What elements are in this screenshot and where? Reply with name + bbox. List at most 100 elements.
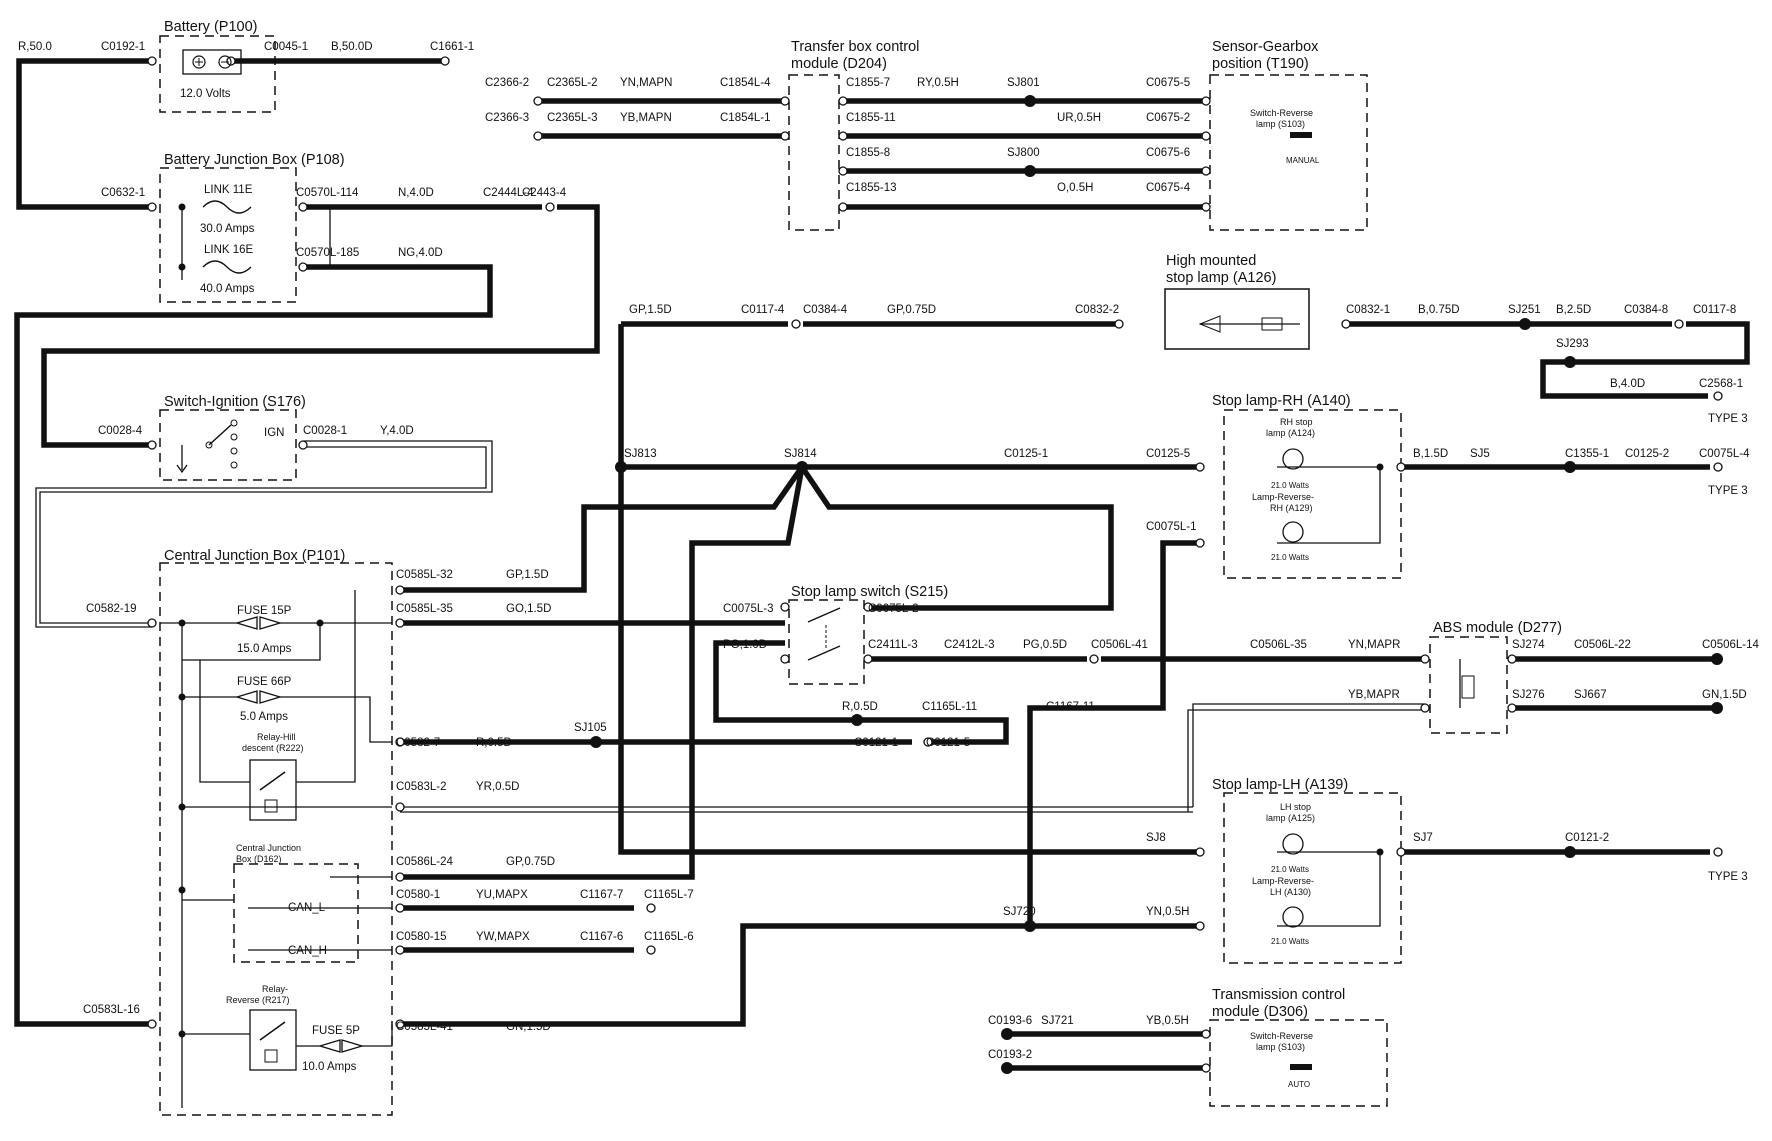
connector-pin bbox=[1195, 462, 1205, 472]
connector-pins bbox=[147, 56, 1723, 1073]
link-16e-fuse-icon bbox=[202, 260, 252, 274]
bus-dot bbox=[178, 263, 186, 271]
wire-label: C1355-1 bbox=[1565, 448, 1609, 460]
ign-title: Switch-Ignition (S176) bbox=[164, 394, 306, 410]
rhd-title-1: Relay-Hill bbox=[257, 732, 296, 742]
fuse-rating: 5.0 Amps bbox=[240, 711, 288, 723]
fuse-name: LINK 16E bbox=[204, 244, 254, 256]
connector-pin bbox=[1201, 166, 1211, 176]
wire-label: SJ800 bbox=[1007, 147, 1040, 159]
battery-title: Battery (P100) bbox=[164, 19, 258, 35]
wire-label: C0675-4 bbox=[1146, 182, 1191, 194]
wire-label: C1855-8 bbox=[846, 147, 890, 159]
wire-label: C2568-1 bbox=[1699, 378, 1743, 390]
wire-label: C1855-7 bbox=[846, 77, 890, 89]
tcm-inner-1: Switch-Reverse bbox=[1250, 1031, 1313, 1041]
bus-dot bbox=[178, 803, 186, 811]
cjb2-title-1: Central Junction bbox=[236, 843, 301, 853]
wire-label: B,0.75D bbox=[1418, 304, 1460, 316]
fuse-labels: LINK 11E 30.0 Amps LINK 16E 40.0 Amps FU… bbox=[200, 184, 1748, 1073]
wire-relay-hill-b bbox=[296, 590, 356, 783]
fuse-rating: 30.0 Amps bbox=[200, 223, 255, 235]
rh-reverse-lamp-icon bbox=[1282, 521, 1304, 543]
slrh-watts-2: 21.0 Watts bbox=[1271, 553, 1309, 562]
wire-label: C0384-4 bbox=[803, 304, 848, 316]
wire-label: B,1.5D bbox=[1413, 448, 1448, 460]
connector-pin bbox=[147, 440, 157, 450]
bus-dot bbox=[178, 886, 186, 894]
wire-label: C0585L-32 bbox=[396, 569, 453, 581]
wire-label: C0570L-185 bbox=[296, 247, 359, 259]
wire-label: B,2.5D bbox=[1556, 304, 1591, 316]
stop-lamp-rh-box bbox=[1223, 409, 1402, 579]
connector-pin bbox=[1201, 202, 1211, 212]
connector-pin bbox=[298, 202, 308, 212]
connector-pin bbox=[838, 202, 848, 212]
splice-sj105 bbox=[590, 736, 602, 748]
bus-dot bbox=[316, 619, 324, 627]
fuse-15p-icon bbox=[234, 616, 283, 630]
rrev-title-2: Reverse (R217) bbox=[226, 995, 290, 1005]
slrh-inner-1: RH stop bbox=[1280, 417, 1313, 427]
wire-fuse5-out bbox=[362, 1024, 393, 1047]
lh-stop-lamp-icon bbox=[1282, 833, 1304, 855]
abs-module-box bbox=[1429, 636, 1508, 734]
sgp-inner-3: MANUAL bbox=[1286, 156, 1320, 165]
wire-label: YN,MAPR bbox=[1348, 639, 1400, 651]
connector-pin bbox=[780, 131, 790, 141]
wire-label: C1855-11 bbox=[846, 112, 896, 124]
wire-label: C1855-13 bbox=[846, 182, 897, 194]
ignition-switch-symbol bbox=[176, 419, 238, 474]
wire-label: C0580-15 bbox=[396, 931, 447, 943]
wire-gn15-lh bbox=[400, 923, 1030, 1027]
wire-gp15-loop bbox=[618, 324, 1200, 855]
splice-sj721 bbox=[1001, 1062, 1013, 1074]
wire-label: SJ276 bbox=[1512, 689, 1545, 701]
wire-label: GN,1.5D bbox=[506, 1021, 551, 1033]
tcm-title-1: Transmission control bbox=[1212, 987, 1345, 1003]
wire-label: C0506L-35 bbox=[1250, 639, 1307, 651]
wire-gn15-rh bbox=[1027, 540, 1200, 929]
ign-label: IGN bbox=[264, 427, 284, 439]
wire-label: C0506L-41 bbox=[1091, 639, 1148, 651]
connector-pin bbox=[147, 1019, 157, 1029]
wire-n40 bbox=[41, 204, 600, 448]
fuse-name: FUSE 66P bbox=[237, 676, 292, 688]
wire-label: YR,0.5D bbox=[476, 781, 519, 793]
wire-label: C0580-1 bbox=[396, 889, 440, 901]
connector-pin bbox=[1420, 703, 1430, 713]
sllh-inner-1: LH stop bbox=[1280, 802, 1311, 812]
connector-pin bbox=[1713, 462, 1723, 472]
bus-dot bbox=[1376, 463, 1384, 471]
wire-label: C0632-1 bbox=[101, 187, 145, 199]
connector-pin bbox=[1195, 921, 1205, 931]
connector-pin bbox=[533, 131, 543, 141]
splice-sj7 bbox=[1024, 920, 1036, 932]
link-11e-fuse-icon bbox=[202, 200, 252, 214]
wire-label: PG,0.5D bbox=[1023, 639, 1067, 651]
slrh-title: Stop lamp-RH (A140) bbox=[1212, 393, 1351, 409]
connector-pin bbox=[395, 802, 405, 812]
led-icon bbox=[1198, 315, 1221, 333]
wire-label: Y,4.0D bbox=[380, 425, 414, 437]
wire-yr05-d bbox=[1187, 709, 1425, 812]
wire-label: C0585L-41 bbox=[396, 1021, 453, 1033]
wire-lh-lamps bbox=[1277, 851, 1381, 927]
bus-dot bbox=[178, 1030, 186, 1038]
connector-pin bbox=[838, 96, 848, 106]
fuse-name: FUSE 5P bbox=[312, 1025, 360, 1037]
wire-label: SJ814 bbox=[784, 448, 817, 460]
sllh-title: Stop lamp-LH (A139) bbox=[1212, 777, 1348, 793]
wire-label: C2365L-2 bbox=[547, 77, 598, 89]
wire-label: GO,1.5D bbox=[506, 603, 551, 615]
wire-label: C0506L-14 bbox=[1702, 639, 1760, 651]
connector-pin bbox=[1420, 654, 1430, 664]
wire-label: C0384-8 bbox=[1624, 304, 1668, 316]
wire-label: R,0.5D bbox=[476, 737, 512, 749]
tbcm-title-1: Transfer box control bbox=[791, 39, 919, 55]
wire-label: C1165L-6 bbox=[644, 931, 694, 943]
splice-sj8 bbox=[1564, 846, 1576, 858]
hmsl-title-1: High mounted bbox=[1166, 253, 1256, 269]
